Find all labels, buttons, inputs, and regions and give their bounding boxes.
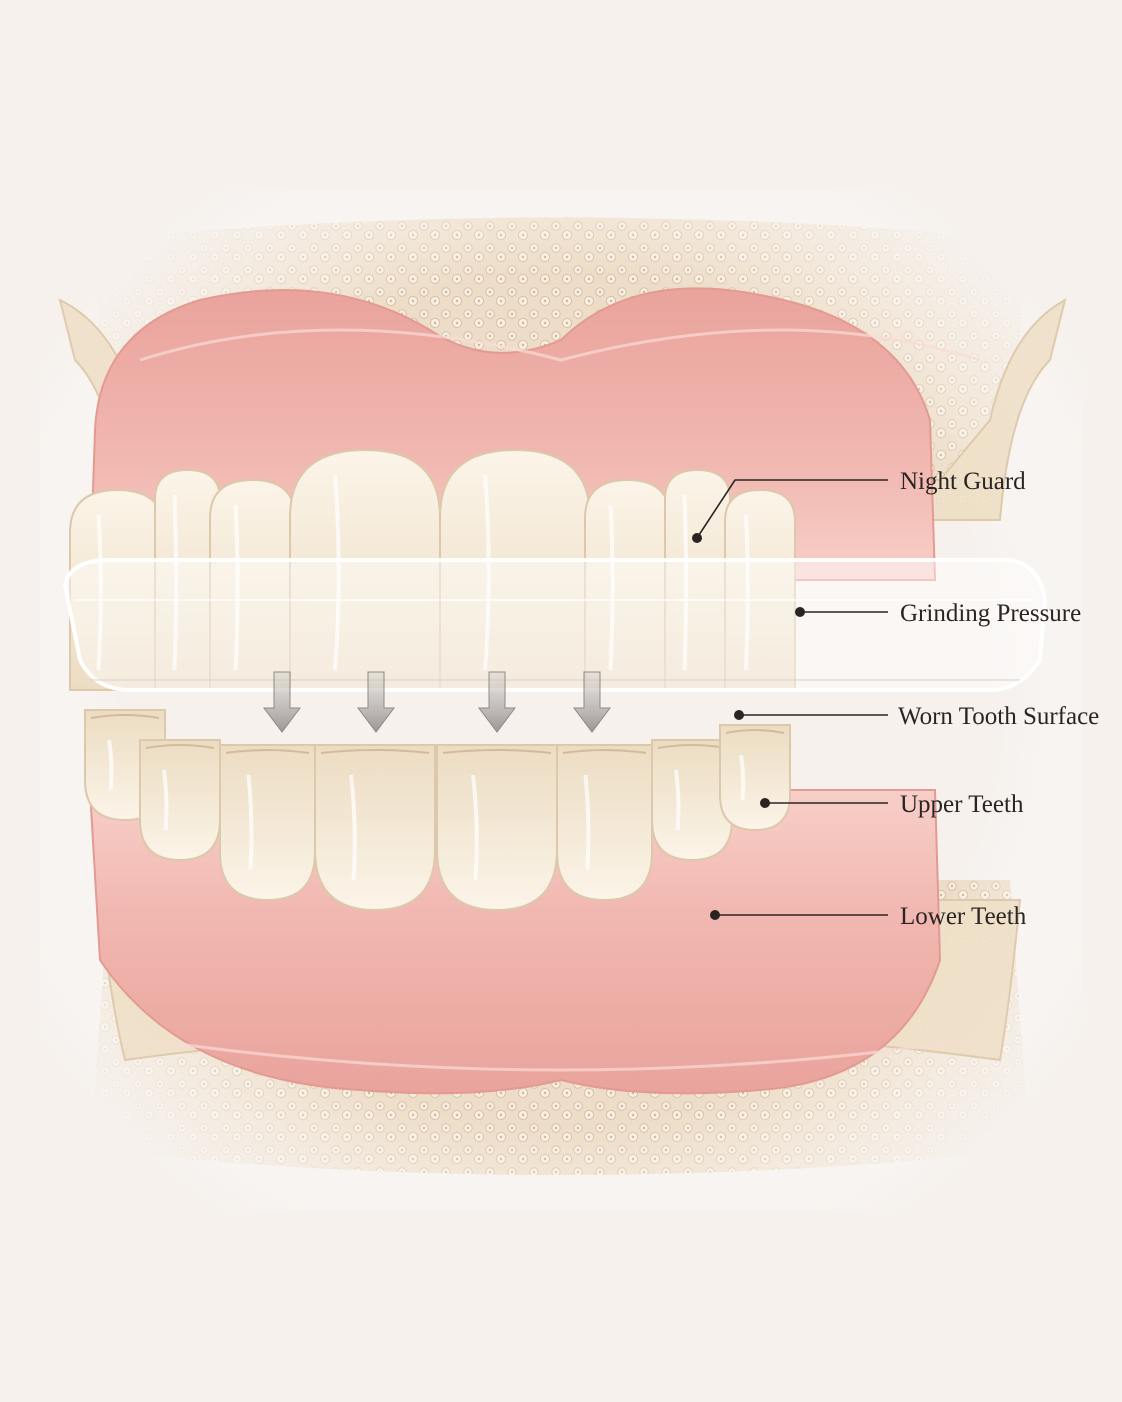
worn-surface-line (320, 749, 430, 754)
lower-tooth (436, 744, 558, 912)
lower-teeth (84, 709, 791, 912)
label-grinding-pressure-text: Grinding Pressure (900, 600, 1081, 627)
upper-tooth-highlight (744, 514, 750, 671)
worn-surface-line (562, 749, 647, 754)
worn-surface-line (90, 714, 160, 719)
pressure-arrow (478, 671, 516, 733)
pressure-arrow (357, 671, 395, 733)
lower-tooth (719, 724, 791, 832)
lower-tooth (314, 744, 436, 912)
label-grinding-pressure: Grinding Pressure (795, 600, 1081, 627)
upper-tooth-highlight (172, 494, 179, 671)
label-lower-teeth: Lower Teeth (710, 903, 1027, 930)
lower-tooth (651, 739, 733, 862)
pressure-arrow (263, 671, 301, 733)
lower-tooth (139, 739, 221, 862)
label-worn-tooth-surface-text: Worn Tooth Surface (898, 703, 1099, 730)
lower-tooth-highlight (739, 754, 746, 801)
upper-tooth (724, 488, 796, 691)
lower-tooth-highlight (107, 739, 114, 791)
upper-tooth-highlight (608, 504, 615, 671)
upper-tooth-highlight (483, 474, 491, 671)
worn-surface-line (145, 744, 215, 749)
label-night-guard-text: Night Guard (900, 468, 1026, 495)
upper-tooth (439, 448, 591, 691)
lower-tooth-highlight (349, 774, 357, 881)
lower-tooth-highlight (674, 769, 681, 831)
label-night-guard: Night Guard (692, 468, 1026, 543)
night-guard-tray (62, 558, 1048, 692)
lower-tooth-highlight (583, 774, 591, 871)
label-lower-teeth-text: Lower Teeth (900, 903, 1027, 930)
upper-teeth (69, 448, 796, 691)
label-upper-teeth-text: Upper Teeth (900, 791, 1024, 818)
lower-tooth (556, 744, 653, 902)
grinding-pressure-arrows (263, 671, 611, 733)
worn-surface-line (725, 729, 785, 734)
labels: Night Guard Grinding Pressure Worn Tooth… (692, 468, 1099, 930)
label-worn-tooth-surface: Worn Tooth Surface (734, 703, 1099, 730)
lower-tooth-highlight (471, 774, 479, 881)
worn-surface-line (442, 749, 552, 754)
worn-surface-line (225, 749, 310, 754)
pressure-arrow (573, 671, 611, 733)
upper-tooth-highlight (333, 474, 341, 671)
label-upper-teeth: Upper Teeth (760, 791, 1024, 818)
upper-tooth-highlight (682, 494, 689, 671)
upper-tooth-highlight (96, 514, 103, 671)
lower-tooth-highlight (162, 769, 169, 831)
lower-tooth (219, 744, 316, 902)
lower-tooth-highlight (246, 774, 254, 871)
upper-tooth-highlight (233, 504, 240, 671)
upper-tooth (664, 468, 731, 691)
upper-tooth (289, 448, 441, 691)
